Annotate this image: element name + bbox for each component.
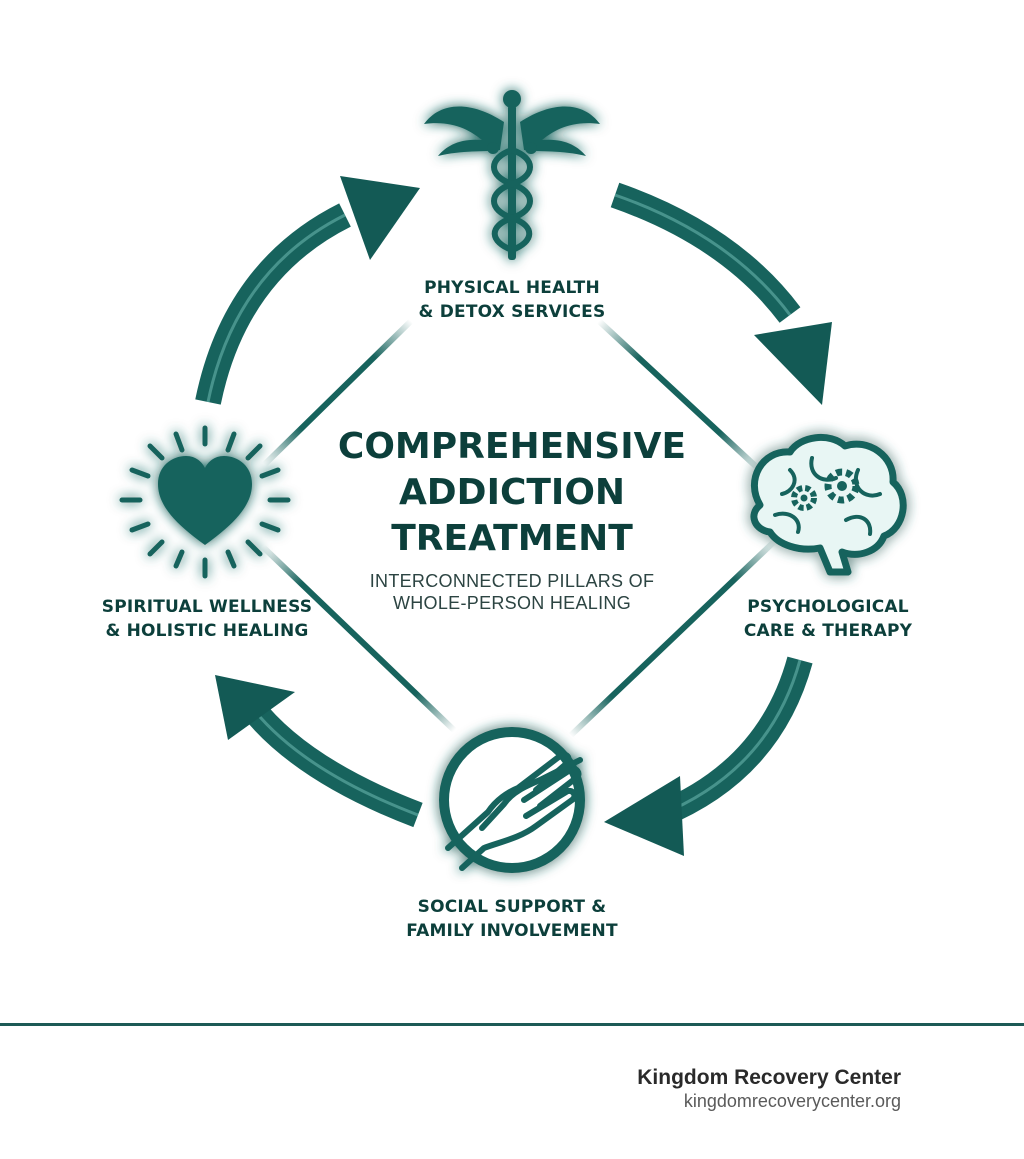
arrow-bottom-right — [604, 656, 813, 856]
center-subtitle-line2: WHOLE-PERSON HEALING — [392, 593, 632, 613]
footer-website-url: kingdomrecoverycenter.org — [683, 1091, 901, 1111]
brain-gears-icon — [750, 433, 907, 576]
pillar-label-psychological-line1: PSYCHOLOGICAL — [747, 597, 909, 617]
pillar-label-social-line2: FAMILY INVOLVEMENT — [406, 921, 618, 941]
center-subtitle: INTERCONNECTED PILLARS OF WHOLE-PERSON H… — [312, 570, 712, 614]
center-title-line3: TREATMENT — [391, 518, 633, 559]
radiant-heart-icon — [119, 425, 291, 579]
pillar-label-psychological: PSYCHOLOGICAL CARE & THERAPY — [712, 595, 944, 643]
pillar-label-social-line1: SOCIAL SUPPORT & — [417, 897, 607, 917]
helping-hands-icon — [439, 727, 585, 873]
arrow-bottom-left — [215, 675, 423, 828]
pillar-label-spiritual-line2: & HOLISTIC HEALING — [105, 621, 309, 641]
pillar-label-physical-line1: PHYSICAL HEALTH — [424, 278, 600, 298]
connector-physical-spiritual — [260, 319, 413, 469]
footer-organization-name: Kingdom Recovery Center — [637, 1066, 901, 1089]
pillar-label-social: SOCIAL SUPPORT & FAMILY INVOLVEMENT — [362, 895, 662, 943]
pillar-label-spiritual-line1: SPIRITUAL WELLNESS — [101, 597, 313, 617]
pillar-label-physical: PHYSICAL HEALTH & DETOX SERVICES — [362, 276, 662, 324]
center-title-line1: COMPREHENSIVE — [337, 426, 687, 467]
caduceus-icon — [424, 90, 600, 260]
connector-physical-psych — [597, 319, 765, 475]
footer-divider — [0, 1023, 1024, 1026]
arrow-top-left — [195, 176, 420, 405]
center-title: COMPREHENSIVE ADDICTION TREATMENT — [302, 424, 722, 562]
pillar-label-physical-line2: & DETOX SERVICES — [418, 302, 606, 322]
connector-spiritual-social — [259, 543, 459, 735]
pillar-label-psychological-line2: CARE & THERAPY — [743, 621, 913, 641]
center-subtitle-line1: INTERCONNECTED PILLARS OF — [369, 571, 655, 591]
pillar-label-spiritual: SPIRITUAL WELLNESS & HOLISTIC HEALING — [62, 595, 352, 643]
center-title-line2: ADDICTION — [398, 472, 626, 513]
connector-psych-social — [565, 535, 781, 741]
arrow-top-right — [610, 182, 832, 405]
